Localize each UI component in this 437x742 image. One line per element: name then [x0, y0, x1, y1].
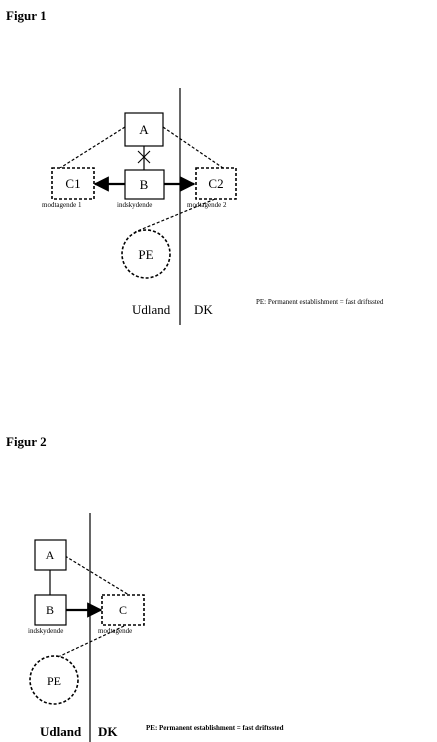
figure-1-legend: PE: Permanent establishment = fast drift…: [256, 298, 384, 306]
figure-2-node-pe: [29, 655, 79, 705]
figure-1-node-b-label: B: [140, 177, 149, 192]
figure-1-label-dk: DK: [194, 302, 213, 317]
figure-2-caption-c: modtagende: [98, 627, 132, 635]
figure-2-label-udland: Udland: [40, 724, 82, 739]
figure-1-link-c2-pe: [134, 198, 216, 233]
figure-1-caption-c2: modtagende 2: [187, 201, 227, 209]
figure-1: Figur 1 A B C1 C2 PE modtagende 1 indsky…: [6, 8, 384, 325]
figure-2-heading: Figur 2: [6, 434, 47, 449]
figure-1-caption-c1: modtagende 1: [42, 201, 82, 209]
figure-1-node-a: [124, 112, 164, 147]
figure-2-node-c-label: C: [119, 603, 127, 617]
figure-1-link-a-c2: [162, 126, 224, 169]
figure-1-node-pe: [121, 229, 171, 279]
figure-2-node-c: [101, 594, 145, 626]
figure-2-label-dk: DK: [98, 724, 118, 739]
figure-2-legend: PE: Permanent establishment = fast drift…: [146, 724, 284, 732]
figure-2-node-a: [34, 539, 67, 571]
figure-1-node-pe-label: PE: [138, 247, 153, 262]
figure-1-node-a-label: A: [139, 122, 149, 137]
figure-1-caption-b: indskydende: [117, 201, 152, 209]
figure-1-node-b: [124, 169, 165, 200]
figure-1-node-c1: [51, 167, 95, 200]
figure-1-link-a-c1: [59, 126, 126, 169]
figure-1-node-c2: [195, 167, 237, 200]
figure-2-caption-b: indskydende: [28, 627, 63, 635]
figure-2: Figur 2 A B C PE indskydende modtagende …: [6, 434, 284, 742]
figure-1-node-c2-label: C2: [208, 176, 223, 191]
figure-1-node-c1-label: C1: [65, 176, 80, 191]
figure-2-node-b-label: B: [46, 603, 54, 617]
figure-2-link-a-c: [64, 555, 130, 596]
figure-2-node-b: [34, 594, 67, 626]
figure-2-node-pe-label: PE: [47, 674, 61, 688]
figure-2-link-c-pe: [57, 625, 125, 658]
figure-1-heading: Figur 1: [6, 8, 47, 23]
figure-1-label-udland: Udland: [132, 302, 171, 317]
figure-2-node-a-label: A: [46, 548, 55, 562]
